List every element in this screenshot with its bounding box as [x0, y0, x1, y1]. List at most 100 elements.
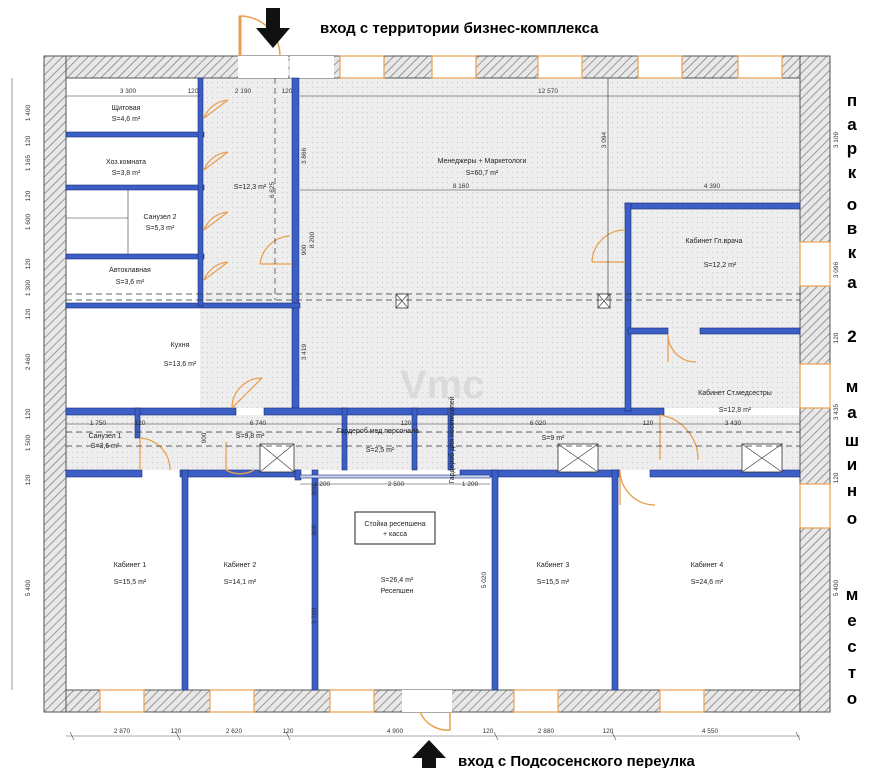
room-hoz-area: S=3,8 m² — [112, 170, 141, 177]
svg-text:3 419: 3 419 — [301, 343, 308, 360]
svg-text:н: н — [847, 481, 857, 500]
svg-text:120: 120 — [401, 420, 412, 427]
up-arrow-icon — [412, 740, 446, 768]
svg-text:900: 900 — [201, 432, 208, 443]
room-sanuzel1-area: S=3,6 m² — [91, 443, 120, 450]
svg-text:1 200: 1 200 — [462, 481, 479, 488]
svg-text:1 750: 1 750 — [90, 420, 107, 427]
room-kab4-name: Кабинет 4 — [691, 561, 724, 569]
room-garderob-name: Гардероб мед.персонала — [337, 427, 419, 435]
svg-text:к: к — [848, 243, 857, 262]
svg-text:1 300: 1 300 — [25, 279, 32, 296]
room-hoz-name: Хоз.комната — [106, 159, 146, 166]
room-kab1-area: S=15,5 m² — [114, 579, 147, 586]
svg-text:4 390: 4 390 — [704, 183, 721, 190]
svg-text:3 096: 3 096 — [833, 261, 840, 278]
room-sanuzel1-name: Санузел 1 — [88, 433, 121, 440]
svg-text:120: 120 — [833, 472, 840, 483]
svg-text:2 880: 2 880 — [538, 728, 555, 735]
room-garderob2-name: Гардероб для посетителей — [448, 396, 456, 483]
svg-text:120: 120 — [25, 135, 32, 146]
svg-text:5 020: 5 020 — [481, 571, 488, 588]
svg-text:о: о — [847, 689, 857, 708]
room-managers-area: S=60,7 m² — [466, 170, 499, 177]
svg-text:р: р — [847, 139, 857, 158]
svg-text:м: м — [846, 585, 859, 604]
svg-text:120: 120 — [25, 474, 32, 485]
floor-managers — [300, 78, 800, 408]
svg-text:а: а — [847, 115, 857, 134]
svg-text:2 870: 2 870 — [114, 728, 131, 735]
floor-hall — [66, 415, 801, 470]
svg-text:120: 120 — [643, 420, 654, 427]
room-kab3-name: Кабинет 3 — [537, 561, 570, 569]
dimension-labels: 3 300 120 2 190 120 12 570 1 400 120 1 1… — [25, 88, 840, 735]
stoyka-line1: Стойка ресепшена — [364, 520, 425, 528]
svg-text:2 620: 2 620 — [226, 728, 243, 735]
svg-text:и: и — [847, 455, 857, 474]
room-shchitovaya-area: S=4,6 m² — [112, 116, 141, 123]
room-kab4-area: S=24,6 m² — [691, 579, 724, 586]
svg-text:120: 120 — [603, 728, 614, 735]
stoyka-line2: + касса — [383, 531, 407, 538]
svg-text:12 570: 12 570 — [538, 88, 558, 95]
svg-text:800: 800 — [311, 524, 318, 535]
svg-text:3 435: 3 435 — [833, 403, 840, 420]
side-parking-text: п а р к о в к а 2 м а ш и н о м е с т о — [845, 91, 859, 708]
svg-text:е: е — [847, 611, 856, 630]
svg-text:120: 120 — [283, 728, 294, 735]
svg-text:1 165: 1 165 — [25, 154, 32, 171]
svg-text:8 200: 8 200 — [309, 231, 316, 248]
reception-counter-box — [354, 511, 436, 545]
svg-text:3 430: 3 430 — [725, 420, 742, 427]
svg-text:3 109: 3 109 — [833, 131, 840, 148]
down-arrow-icon — [256, 8, 290, 48]
room-corridor-left-area: S=12,3 m² — [234, 184, 267, 191]
top-entrance-label: вход с территории бизнес-комплекса — [320, 20, 599, 37]
svg-text:120: 120 — [135, 420, 146, 427]
svg-text:1 600: 1 600 — [25, 213, 32, 230]
room-medsestra-area: S=12,8 m² — [719, 407, 752, 414]
svg-text:3 094: 3 094 — [601, 131, 608, 148]
svg-text:120: 120 — [282, 88, 293, 95]
room-kuhnya-name: Кухня — [171, 342, 190, 349]
top-entrance-door — [238, 15, 288, 78]
svg-text:5 400: 5 400 — [25, 579, 32, 596]
svg-text:120: 120 — [483, 728, 494, 735]
watermark: Vmc — [400, 363, 485, 407]
svg-text:6 020: 6 020 — [530, 420, 547, 427]
room-reception-name: Ресепшен — [381, 588, 414, 595]
svg-text:3 700: 3 700 — [311, 607, 318, 624]
svg-text:с: с — [847, 637, 856, 656]
svg-text:т: т — [848, 663, 856, 682]
room-glavrach-name: Кабинет Гл.врача — [686, 237, 743, 245]
room-shchitovaya-name: Щитовая — [112, 105, 141, 112]
svg-text:п: п — [847, 91, 857, 110]
section-lines — [66, 78, 800, 447]
svg-text:1 400: 1 400 — [25, 104, 32, 121]
svg-text:6 625: 6 625 — [269, 181, 276, 198]
room-sanuzel2-area: S=5,3 m² — [146, 225, 175, 232]
svg-text:8 160: 8 160 — [453, 183, 470, 190]
room-medsestra-name: Кабинет Ст.медсестры — [698, 389, 772, 397]
svg-text:в: в — [847, 219, 857, 238]
room-kab3-area: S=15,5 m² — [537, 579, 570, 586]
svg-text:120: 120 — [25, 190, 32, 201]
svg-text:120: 120 — [25, 308, 32, 319]
room-labels: Щитовая S=4,6 m² Хоз.комната S=3,8 m² Са… — [88, 105, 771, 595]
room-sanuzel2-name: Санузел 2 — [143, 214, 176, 221]
svg-text:о: о — [847, 509, 857, 528]
room-glavrach-area: S=12,2 m² — [704, 262, 737, 269]
svg-text:1 200: 1 200 — [314, 481, 331, 488]
svg-text:120: 120 — [833, 332, 840, 343]
room-kuhnya-area: S=13,6 m² — [164, 361, 197, 368]
svg-text:2 460: 2 460 — [25, 353, 32, 370]
svg-text:900: 900 — [311, 484, 318, 495]
svg-text:а: а — [847, 403, 857, 422]
room-corridor-right-area: S=9 m² — [542, 435, 565, 442]
svg-text:120: 120 — [188, 88, 199, 95]
svg-text:ш: ш — [845, 431, 859, 450]
svg-text:о: о — [847, 195, 857, 214]
svg-text:а: а — [847, 273, 857, 292]
